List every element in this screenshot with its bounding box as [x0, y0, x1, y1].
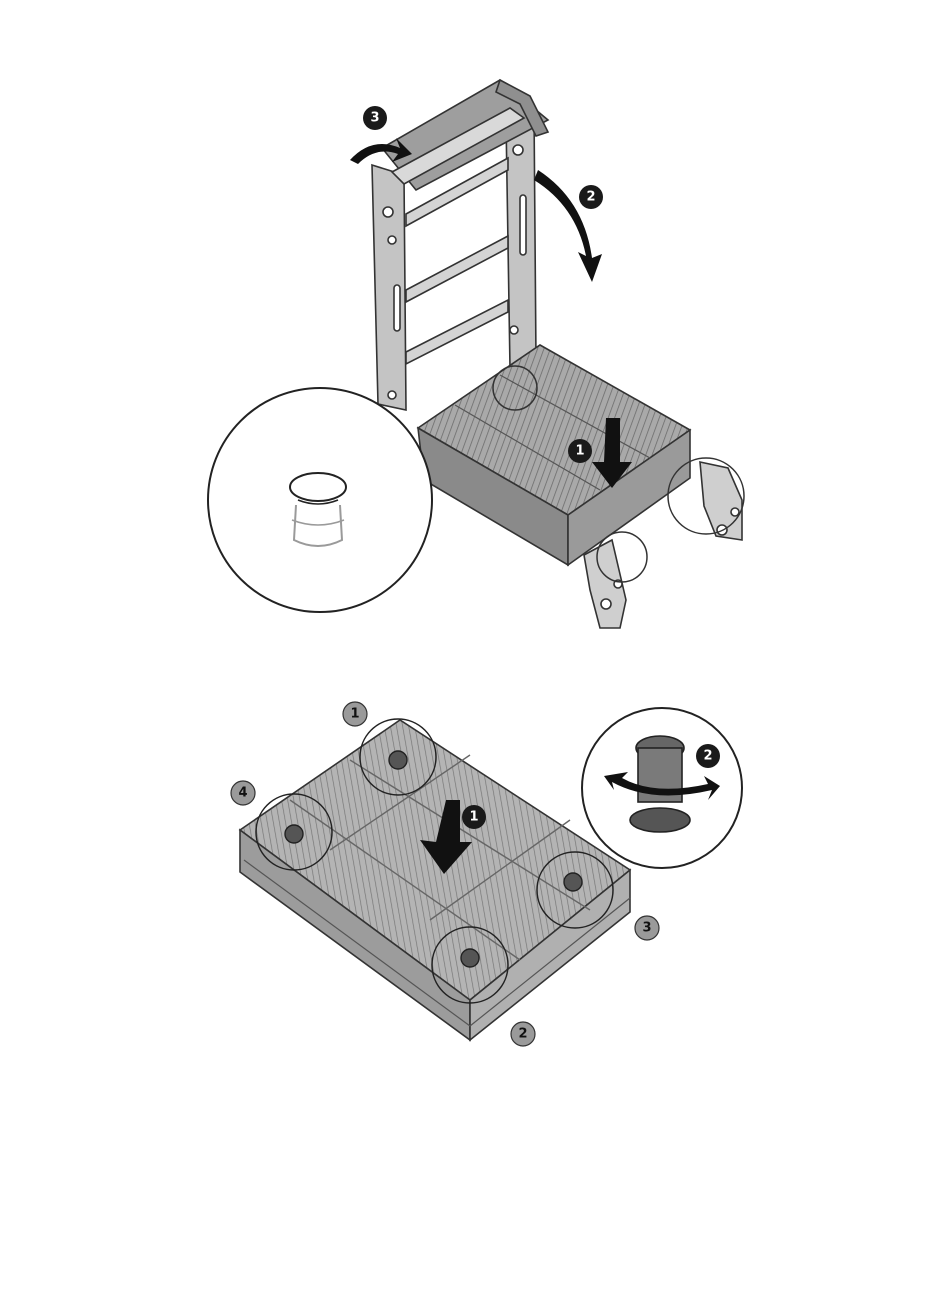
- detail-zoom-circle: [208, 388, 432, 612]
- callout-1-dark: 1: [462, 805, 486, 829]
- callout-label: 1: [469, 810, 478, 825]
- callout-2: 2: [579, 185, 603, 209]
- screw-icon: [389, 751, 407, 769]
- callout-3-gray: 3: [635, 916, 659, 940]
- screw-icon: [564, 873, 582, 891]
- callout-label: 2: [586, 190, 595, 205]
- callout-3: 3: [363, 106, 387, 130]
- heatsink-screw-diagram: 1 4 1 2 3 2: [0, 650, 950, 1110]
- mounting-bracket-left: [584, 540, 626, 628]
- mounting-bracket-right: [700, 462, 742, 540]
- screw-icon: [285, 825, 303, 843]
- callout-label: 2: [518, 1027, 527, 1042]
- callout-label: 2: [703, 749, 712, 764]
- callout-label: 3: [370, 111, 379, 126]
- callout-label: 1: [350, 707, 359, 722]
- callout-2-dark: 2: [696, 744, 720, 768]
- callout-label: 4: [238, 786, 247, 801]
- callout-1: 1: [568, 439, 592, 463]
- callout-label: 3: [642, 921, 651, 936]
- callout-label: 1: [575, 444, 584, 459]
- callout-4-gray: 4: [231, 781, 255, 805]
- callout-1-gray: 1: [343, 702, 367, 726]
- heatsink-install-figure: 3 2 1: [0, 0, 950, 650]
- heatsink: [418, 340, 690, 565]
- callout-2-gray: 2: [511, 1022, 535, 1046]
- screw-icon: [461, 949, 479, 967]
- screw-detail-circle: [582, 708, 742, 868]
- heatsink-install-diagram: 3 2 1: [0, 0, 950, 650]
- heatsink-screw-figure: 1 4 1 2 3 2: [0, 650, 950, 1110]
